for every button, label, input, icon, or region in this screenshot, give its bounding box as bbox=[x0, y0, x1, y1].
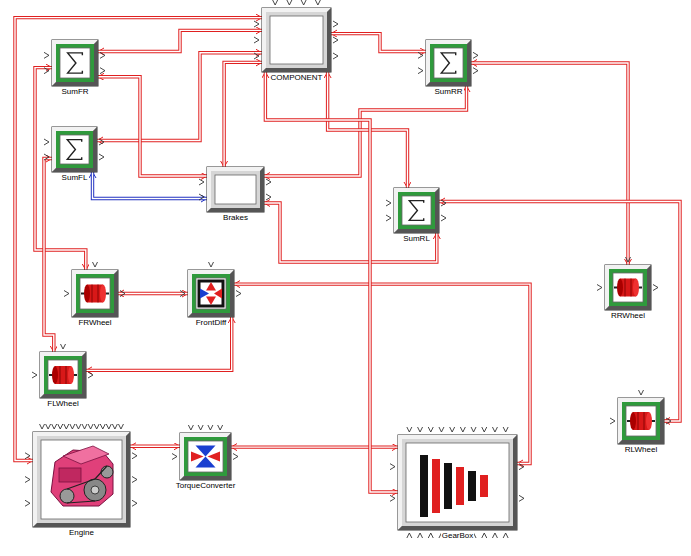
block: TorqueConverter bbox=[174, 433, 238, 491]
block-icon bbox=[207, 167, 264, 212]
bond-connector bbox=[231, 447, 398, 448]
bond-line-core bbox=[118, 293, 188, 294]
block-icon bbox=[33, 432, 130, 527]
bond-line bbox=[98, 30, 262, 51]
bond-line bbox=[328, 72, 408, 188]
bond-line bbox=[439, 202, 680, 422]
bond-line-core bbox=[97, 53, 262, 141]
block: FRWheel bbox=[72, 270, 118, 328]
bond-connector bbox=[118, 293, 188, 294]
bond-line bbox=[118, 292, 188, 295]
bond-connector bbox=[130, 446, 180, 447]
block-label: FrontDiff bbox=[195, 318, 228, 328]
bond-line bbox=[471, 63, 628, 265]
block-label: TorqueConverter bbox=[175, 481, 237, 491]
bond-connector bbox=[328, 72, 408, 188]
bond-line bbox=[224, 62, 262, 167]
block-label: GearBox bbox=[441, 531, 475, 541]
block-label: Brakes bbox=[222, 213, 249, 223]
bond-line-core bbox=[15, 18, 262, 461]
bond-line-core bbox=[98, 77, 207, 176]
block-label: FLWheel bbox=[46, 399, 79, 409]
block-icon bbox=[398, 435, 517, 530]
block-body bbox=[188, 270, 234, 317]
bond-line-core bbox=[439, 202, 680, 422]
block-body bbox=[618, 398, 664, 444]
block-icon bbox=[262, 8, 331, 72]
block-label: Engine bbox=[68, 528, 95, 538]
block-icon bbox=[618, 398, 664, 444]
block-icon bbox=[394, 188, 439, 233]
bond-line-core bbox=[265, 72, 398, 492]
bond-line-core bbox=[331, 34, 426, 52]
bond-line-core bbox=[231, 446, 398, 447]
bond-line-core bbox=[224, 62, 262, 167]
bond-line bbox=[98, 77, 207, 176]
bond-connector bbox=[471, 63, 628, 265]
block: SumFL bbox=[52, 127, 97, 183]
block-label: RRWheel bbox=[610, 311, 646, 321]
block: RLWheel bbox=[618, 398, 664, 455]
bond-line bbox=[331, 34, 426, 52]
block: SumRR bbox=[426, 40, 471, 97]
bond-line-core bbox=[471, 63, 628, 265]
block-icon bbox=[180, 433, 231, 480]
block: GearBox bbox=[398, 435, 517, 541]
bond-connector bbox=[265, 72, 398, 492]
block-label: SumFL bbox=[61, 173, 89, 183]
block-body bbox=[180, 433, 231, 480]
block-body bbox=[207, 167, 264, 212]
block: Brakes bbox=[207, 167, 264, 223]
bond-connector bbox=[44, 159, 54, 353]
block-body bbox=[52, 127, 97, 172]
bond-line bbox=[265, 72, 398, 492]
bond-connector bbox=[98, 77, 207, 176]
block-icon bbox=[40, 352, 86, 398]
bond-line-core bbox=[44, 159, 54, 353]
block-body bbox=[605, 265, 651, 310]
bond-line bbox=[97, 53, 262, 141]
block-body bbox=[33, 432, 130, 527]
block: SumFR bbox=[52, 40, 98, 97]
block: Engine bbox=[33, 432, 130, 538]
block-label: COMPONENT bbox=[270, 73, 324, 83]
bond-line bbox=[130, 445, 180, 448]
block: RRWheel bbox=[605, 265, 651, 321]
block-icon bbox=[605, 265, 651, 310]
block-body bbox=[262, 8, 331, 72]
block-body bbox=[426, 40, 471, 86]
bond-connector bbox=[439, 202, 680, 422]
block-label: SumRL bbox=[402, 234, 431, 244]
block-icon bbox=[188, 270, 234, 317]
block: FLWheel bbox=[40, 352, 86, 409]
block-icon bbox=[72, 270, 118, 317]
block-icon bbox=[52, 40, 98, 86]
block-body bbox=[72, 270, 118, 317]
block-icon bbox=[426, 40, 471, 86]
block: SumRL bbox=[394, 188, 439, 244]
bond-line-core bbox=[130, 446, 180, 447]
bond-line-core bbox=[98, 30, 262, 51]
block: COMPONENT bbox=[262, 8, 331, 83]
block: FrontDiff bbox=[188, 270, 234, 328]
block-icon bbox=[52, 127, 97, 172]
bond-connector bbox=[15, 18, 262, 461]
block-body bbox=[52, 40, 98, 86]
bond-connector bbox=[98, 30, 262, 51]
block-label: SumFR bbox=[60, 87, 89, 97]
block-label: FRWheel bbox=[77, 318, 112, 328]
block-body bbox=[40, 352, 86, 398]
bond-connector bbox=[331, 34, 426, 52]
block-body bbox=[398, 435, 517, 530]
block-label: SumRR bbox=[433, 87, 463, 97]
bond-line bbox=[44, 159, 54, 353]
bond-connector bbox=[97, 53, 262, 141]
bond-line bbox=[15, 18, 262, 461]
bond-connector bbox=[224, 62, 262, 167]
bond-line-core bbox=[328, 72, 408, 188]
block-label: RLWheel bbox=[624, 445, 658, 455]
block-body bbox=[394, 188, 439, 233]
bond-line bbox=[231, 445, 398, 448]
